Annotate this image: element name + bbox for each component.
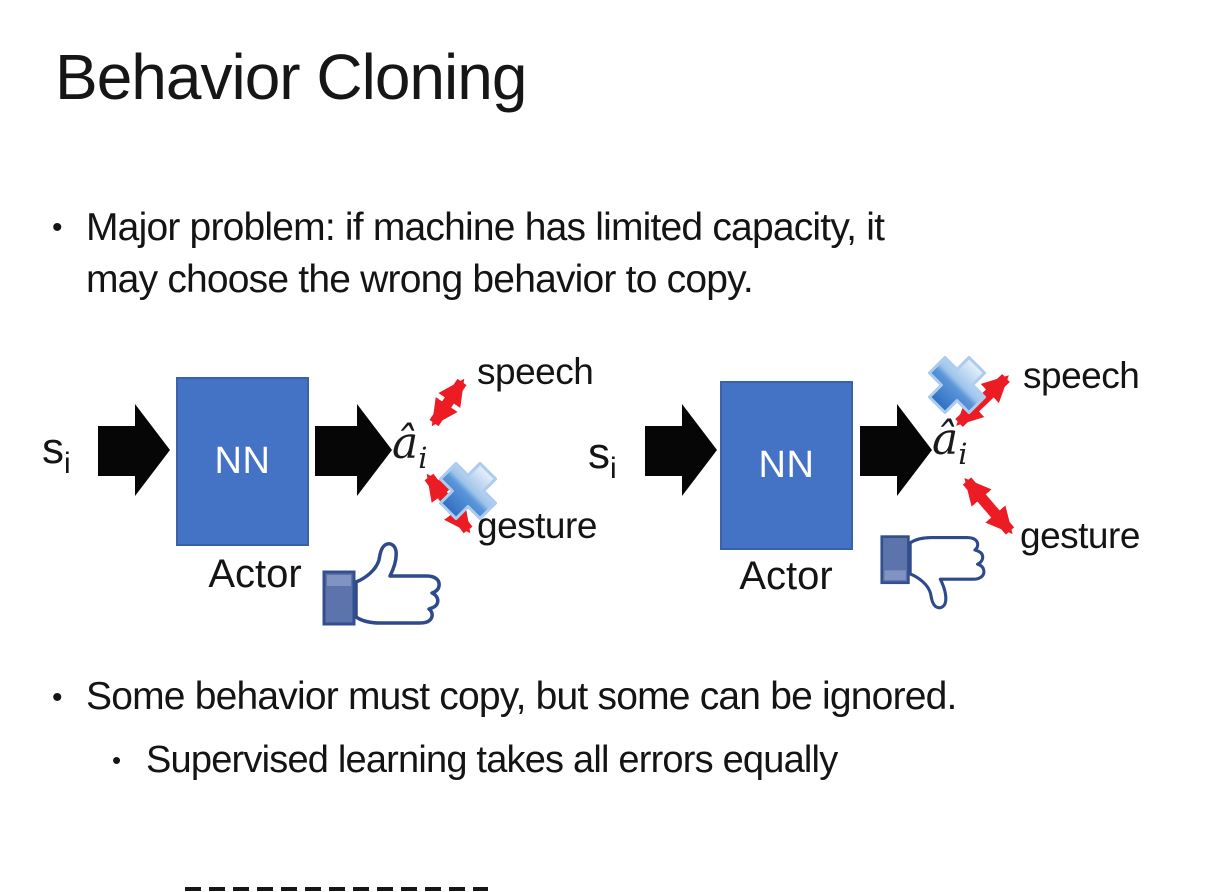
bullet-marker: • (52, 681, 63, 714)
input-arrow-icon-right (645, 404, 717, 496)
thumbs-up-icon (322, 540, 446, 631)
gesture-label-left: gesture (477, 505, 597, 546)
nn-label: NN (214, 440, 271, 482)
state-label-left: si (42, 424, 71, 480)
output-action-label-left: âi (392, 418, 428, 475)
output-arrow-icon-right (860, 404, 932, 496)
bullet-marker: • (112, 745, 121, 775)
sub-bullet-supervised: • Supervised learning takes all errors e… (112, 736, 1112, 784)
bullet-some-behavior: • Some behavior must copy, but some can … (52, 672, 1152, 724)
nn-box-right: NN (720, 381, 853, 550)
bullet-text: Major problem: if machine has limited ca… (86, 202, 885, 306)
bullet-marker: • (52, 211, 63, 244)
output-subscript: i (958, 436, 968, 471)
bullet-line-1: Major problem: if machine has limited ca… (86, 206, 885, 249)
nn-label: NN (758, 444, 815, 486)
state-subscript: i (610, 451, 617, 485)
gesture-label-right: gesture (1020, 515, 1140, 556)
output-arrow-icon-left (315, 404, 392, 496)
state-subscript: i (64, 446, 71, 480)
input-arrow-icon-left (98, 404, 170, 496)
gesture-arrow-icon-right (962, 477, 1015, 535)
state-label-right: si (588, 429, 617, 485)
gesture-arrow-icon-left (424, 473, 473, 534)
speech-label-left: speech (477, 351, 594, 392)
speech-label-right: speech (1023, 355, 1140, 396)
bullet-major-problem: • Major problem: if machine has limited … (52, 202, 1112, 306)
actor-label-left: Actor (208, 552, 302, 596)
bullet-text: Supervised learning takes all errors equ… (146, 739, 838, 781)
bullet-line-2: may choose the wrong behavior to copy. (86, 258, 754, 301)
output-subscript: i (418, 440, 428, 475)
thumbs-down-icon (880, 530, 990, 621)
cropped-text-artifact (185, 887, 488, 891)
slide-title: Behavior Cloning (55, 41, 527, 113)
speech-arrow-icon-left (429, 378, 467, 427)
output-action-label-right: âi (932, 414, 968, 471)
x-mark-icon-right (927, 355, 987, 415)
nn-box-left: NN (176, 377, 309, 546)
bullet-text: Some behavior must copy, but some can be… (86, 675, 957, 718)
actor-label-right: Actor (739, 554, 833, 598)
